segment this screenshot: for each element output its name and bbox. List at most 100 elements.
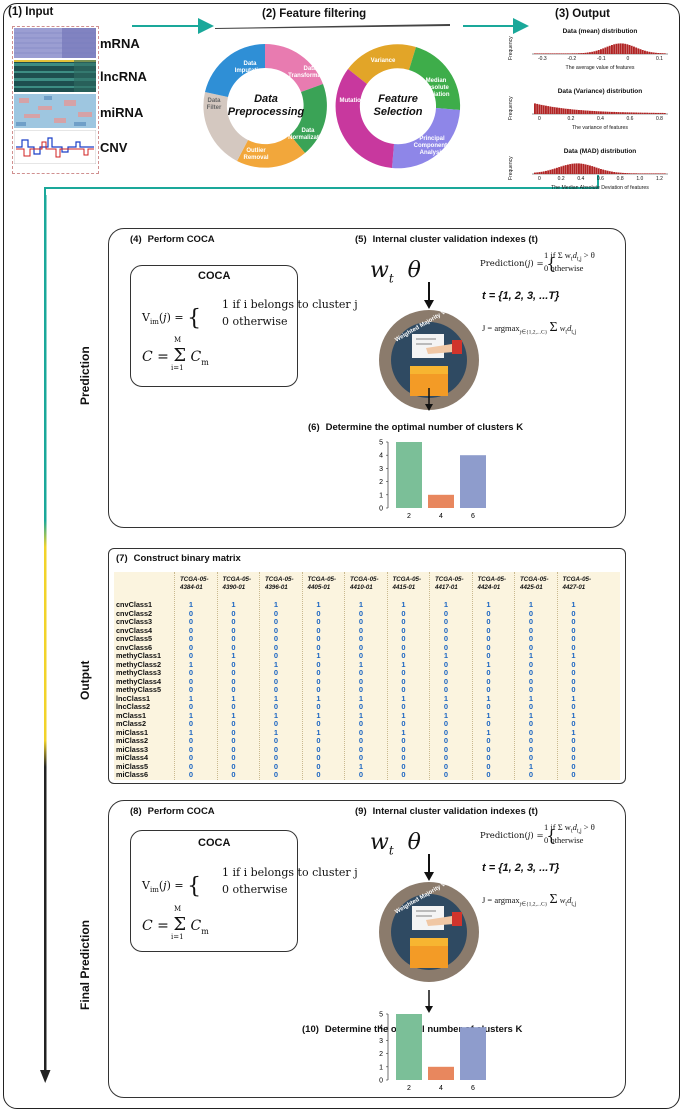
- matrix-column-header: TCGA-05-4384-01: [180, 576, 209, 591]
- matrix-cell: 0: [486, 744, 491, 754]
- matrix-cell: 0: [358, 617, 364, 626]
- seg-label-mad: Median Absolute Deviation: [422, 78, 450, 98]
- matrix-cell: 1: [231, 600, 236, 609]
- matrix-cell: 0: [273, 685, 279, 694]
- input-title: (1) Input: [8, 6, 54, 18]
- matrix-cell: 0: [188, 753, 194, 762]
- hist-bar: [628, 112, 631, 114]
- matrix-cell: 1: [316, 727, 321, 737]
- matrix-cell: 1: [273, 693, 279, 703]
- hist-bar: [536, 103, 539, 114]
- matrix-cell: 0: [188, 608, 194, 618]
- matrix-cell: 0: [188, 625, 194, 635]
- matrix-column-header: TCGA-05-4417-01: [435, 576, 464, 591]
- matrix-cell: 0: [273, 642, 279, 652]
- matrix-grid-line: [386, 572, 388, 780]
- hist-bar: [641, 50, 644, 54]
- matrix-cell: 0: [401, 744, 406, 754]
- hist-bar: [644, 173, 646, 174]
- matrix-grid-line: [429, 572, 430, 780]
- matrix-cell: 0: [231, 676, 236, 686]
- hist-bar: [538, 53, 541, 54]
- matrix-cell: 0: [528, 634, 534, 643]
- matrix-row-label: cnvClass4: [116, 625, 153, 635]
- matrix-cell: 0: [443, 625, 449, 635]
- seg-label-transformation: Data Transformation: [288, 66, 332, 79]
- matrix-title: (7)Construct binary matrix: [116, 553, 241, 564]
- hist-bar: [633, 112, 635, 114]
- hist-bar: [652, 173, 655, 174]
- hist-bar: [549, 169, 552, 174]
- hist-bar: [626, 44, 629, 54]
- bar-y-tick: 3: [379, 1038, 383, 1045]
- final-v-case1: 1 if i belongs to cluster j: [222, 866, 358, 879]
- final-c-formula: C = Σ Cm: [142, 914, 209, 936]
- hist-bar: [597, 50, 600, 54]
- seg-label-variance: Variance: [370, 58, 396, 64]
- hist-bar: [582, 110, 585, 114]
- hist-bar: [553, 53, 556, 54]
- matrix-column-header: TCGA-05-4410-01: [350, 576, 379, 591]
- final-v-case2: 0 otherwise: [222, 883, 288, 896]
- matrix-cell: 0: [443, 608, 449, 618]
- mirna-heatmap: [14, 94, 96, 128]
- matrix-cell: 0: [486, 676, 491, 686]
- matrix-row-label: cnvClass5: [116, 634, 153, 643]
- omic-label-mirna: miRNA: [100, 105, 144, 120]
- matrix-cell: 1: [358, 693, 364, 703]
- hist-tick: 0.6: [597, 176, 604, 182]
- bar-y-tick: 0: [379, 1078, 383, 1085]
- matrix-cell: 0: [316, 744, 321, 754]
- hist-bar: [648, 173, 651, 174]
- hist-bar: [575, 109, 578, 114]
- hist-bar: [580, 110, 583, 114]
- hist-bar: [589, 110, 591, 114]
- hist-bar: [560, 108, 563, 114]
- outer-frame: [3, 3, 680, 1109]
- matrix-cell: 0: [528, 642, 534, 652]
- hist-bar: [586, 164, 589, 174]
- matrix-cell: 0: [443, 659, 449, 669]
- matrix-cell: 0: [528, 659, 534, 669]
- final-pred-case2: 0 otherwise: [544, 835, 584, 845]
- hist-bar: [586, 52, 589, 54]
- matrix-column-header: TCGA-05-4425-01: [520, 576, 549, 591]
- hist-bar: [575, 53, 578, 54]
- hist-bar: [648, 112, 651, 114]
- matrix-cell: 0: [401, 634, 406, 643]
- hist-bar: [558, 53, 561, 54]
- hist-bar: [562, 53, 565, 54]
- final-prediction-formula: Prediction(j) = {: [480, 826, 557, 845]
- hist-bar: [644, 112, 646, 114]
- matrix-cell: 1: [231, 651, 236, 660]
- final-v-formula: Vim(j) = {: [142, 874, 202, 899]
- matrix-cell: 0: [443, 685, 449, 694]
- matrix-cell: 0: [401, 761, 406, 771]
- matrix-cell: 0: [486, 702, 491, 711]
- matrix-grid-line: [514, 572, 515, 780]
- matrix-cell: 0: [188, 676, 194, 686]
- hist-bar: [542, 105, 545, 114]
- argmax-formula: J = argmaxj∈{1,2,...C} Σ wtdt,j: [482, 320, 577, 336]
- matrix-cell: 1: [571, 693, 576, 703]
- matrix-cell: 0: [358, 642, 364, 652]
- hist-bar: [652, 52, 655, 54]
- hist-bar: [615, 172, 618, 174]
- hist-bar: [655, 52, 657, 54]
- matrix-cell: 0: [188, 719, 194, 728]
- matrix-cell: 0: [443, 617, 449, 626]
- hist-bar: [661, 112, 664, 114]
- flow-arrows-top: [44, 18, 599, 195]
- hist-bar: [613, 111, 616, 114]
- hist-bar: [606, 170, 609, 174]
- matrix-cell: 0: [273, 608, 279, 618]
- hist-bar: [613, 44, 616, 54]
- hist-bar: [580, 53, 583, 54]
- bar-x-tick: 4: [439, 1085, 443, 1092]
- matrix-cell: 0: [486, 634, 491, 643]
- hist-bar: [591, 166, 594, 174]
- hist-bar: [630, 45, 633, 54]
- matrix-cell: 0: [571, 744, 576, 754]
- hist-tick: 0.1: [656, 56, 663, 62]
